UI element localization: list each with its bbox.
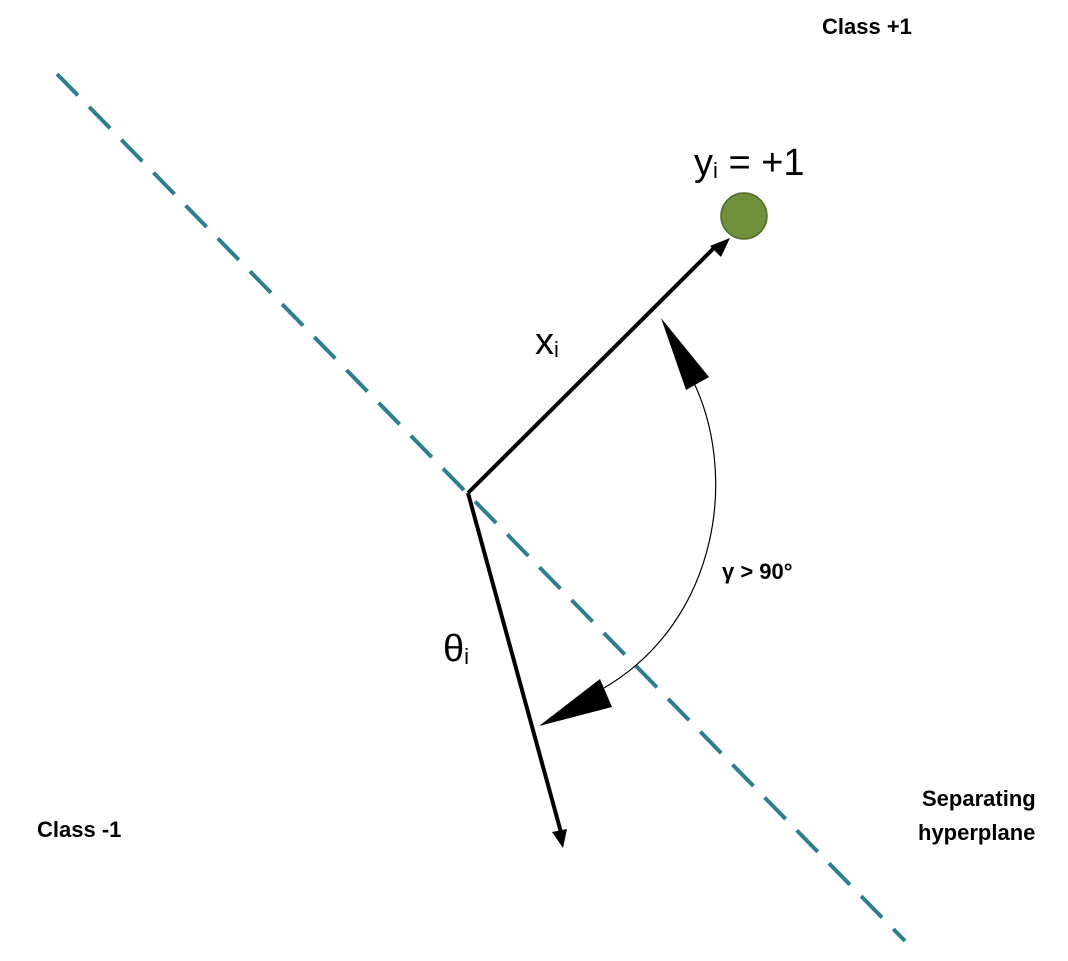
hyperplane-label-line2: hyperplane xyxy=(918,820,1035,845)
angle-arc xyxy=(603,374,717,689)
separating-hyperplane-line xyxy=(55,72,907,943)
class-positive-label: Class +1 xyxy=(822,14,912,39)
angle-arc-arrowhead-top xyxy=(661,318,709,390)
label-thetai: θi xyxy=(443,628,469,670)
vector-theta xyxy=(466,492,564,837)
vector-x xyxy=(466,244,718,495)
label-yi-subscript: i xyxy=(713,158,718,183)
hyperplane-label-line1: Separating xyxy=(922,786,1036,811)
label-thetai-main: θ xyxy=(443,628,464,670)
label-xi-main: x xyxy=(535,321,554,363)
class-negative-label: Class -1 xyxy=(37,817,121,842)
vector-theta-arrowhead xyxy=(552,829,567,848)
angle-arc-arrowhead-bottom xyxy=(539,679,612,726)
label-thetai-subscript: i xyxy=(464,644,469,669)
label-xi-subscript: i xyxy=(554,337,559,362)
data-point-circle xyxy=(720,192,768,240)
vector-x-arrowhead xyxy=(710,238,730,257)
label-yi-value: = +1 xyxy=(718,142,805,184)
angle-label: γ > 90° xyxy=(722,559,793,584)
label-xi: xi xyxy=(535,321,559,363)
label-yi-main: y xyxy=(694,142,713,184)
label-yi: yi = +1 xyxy=(694,142,805,184)
